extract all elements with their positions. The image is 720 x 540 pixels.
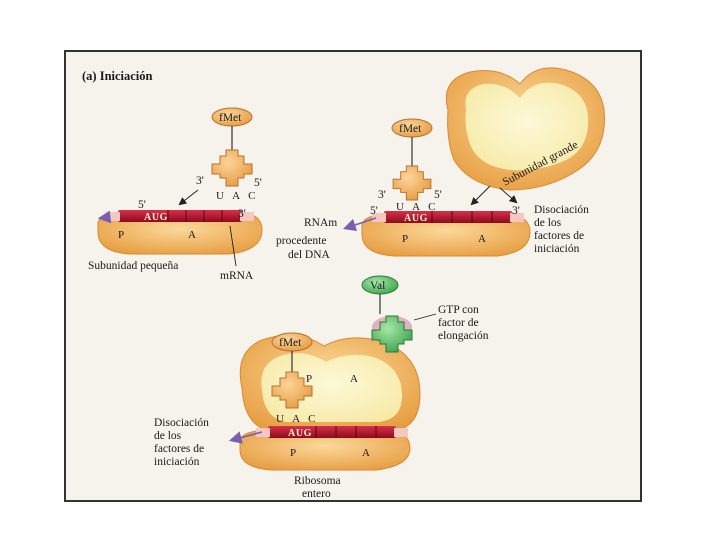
label-mrna-source-2: procedente bbox=[276, 235, 326, 247]
label-mrna: mRNA bbox=[220, 270, 254, 282]
panel-small-subunit: AUG 5' 3' P A fMet 3' 5' U A C Subunidad… bbox=[88, 107, 263, 282]
panel-whole-ribosome: P A AUG P A fMet U A C Val GTP con facto… bbox=[154, 275, 489, 500]
site-p-top: P bbox=[306, 373, 312, 385]
mrna-strand bbox=[118, 210, 242, 222]
codon-aug-3: AUG bbox=[288, 428, 312, 439]
label-small-subunit: Subunidad pequeña bbox=[88, 260, 178, 272]
label-gtp-1: GTP con bbox=[438, 304, 479, 316]
label-mrna-source-3: del DNA bbox=[288, 249, 331, 261]
site-a-top: A bbox=[350, 373, 358, 385]
figure-title: (a) Iniciación bbox=[82, 69, 153, 83]
fmet-label-2: fMet bbox=[399, 123, 422, 135]
codon-aug-2: AUG bbox=[404, 213, 428, 224]
trna-molecule bbox=[211, 149, 253, 187]
trna-molecule-2 bbox=[392, 165, 432, 201]
anticodon-2: U A C bbox=[396, 201, 439, 213]
fmet-label: fMet bbox=[219, 112, 242, 124]
site-a-3: A bbox=[362, 447, 370, 459]
site-p-3: P bbox=[290, 447, 296, 459]
anticodon-3: U A C bbox=[276, 413, 319, 425]
label-gtp-2: factor de bbox=[438, 317, 479, 329]
anticodon: U A C bbox=[216, 190, 259, 202]
mrna-5-prime-2: 5' bbox=[370, 205, 378, 217]
site-a: A bbox=[188, 229, 196, 241]
mrna-strand-3 bbox=[268, 426, 396, 438]
label-dissociation-2: de los bbox=[534, 217, 562, 229]
label-dissociation-3-4: iniciación bbox=[154, 456, 200, 468]
val-label: Val bbox=[370, 280, 385, 292]
mrna-3-prime: 3' bbox=[238, 208, 246, 220]
label-ribosome-1: Ribosoma bbox=[294, 475, 341, 487]
fmet-label-3: fMet bbox=[279, 337, 302, 349]
mrna-5-prime: 5' bbox=[138, 199, 146, 211]
label-dissociation-3-1: Disociación bbox=[154, 417, 209, 429]
label-dissociation-3: factores de bbox=[534, 230, 584, 242]
codon-aug: AUG bbox=[144, 212, 168, 223]
label-ribosome-2: entero bbox=[302, 488, 331, 500]
label-dissociation-1: Disociación bbox=[534, 204, 589, 216]
trna-3-prime-2: 3' bbox=[378, 189, 386, 201]
site-p: P bbox=[118, 229, 124, 241]
site-p-2: P bbox=[402, 233, 408, 245]
site-a-2: A bbox=[478, 233, 486, 245]
label-dissociation-3-3: factores de bbox=[154, 443, 204, 455]
label-mrna-source-1: RNAm bbox=[304, 217, 337, 229]
panel-large-subunit-joining: Subunidad grande AUG 5' 3' P A fMet 3' 5… bbox=[276, 67, 605, 261]
trna-3-prime: 3' bbox=[196, 175, 204, 187]
trna-5-prime-2: 5' bbox=[434, 189, 442, 201]
trna-5-prime: 5' bbox=[254, 177, 262, 189]
mrna-3-prime-2: 3' bbox=[512, 205, 520, 217]
label-gtp-3: elongación bbox=[438, 330, 489, 342]
label-dissociation-4: iniciación bbox=[534, 243, 580, 255]
label-dissociation-3-2: de los bbox=[154, 430, 182, 442]
